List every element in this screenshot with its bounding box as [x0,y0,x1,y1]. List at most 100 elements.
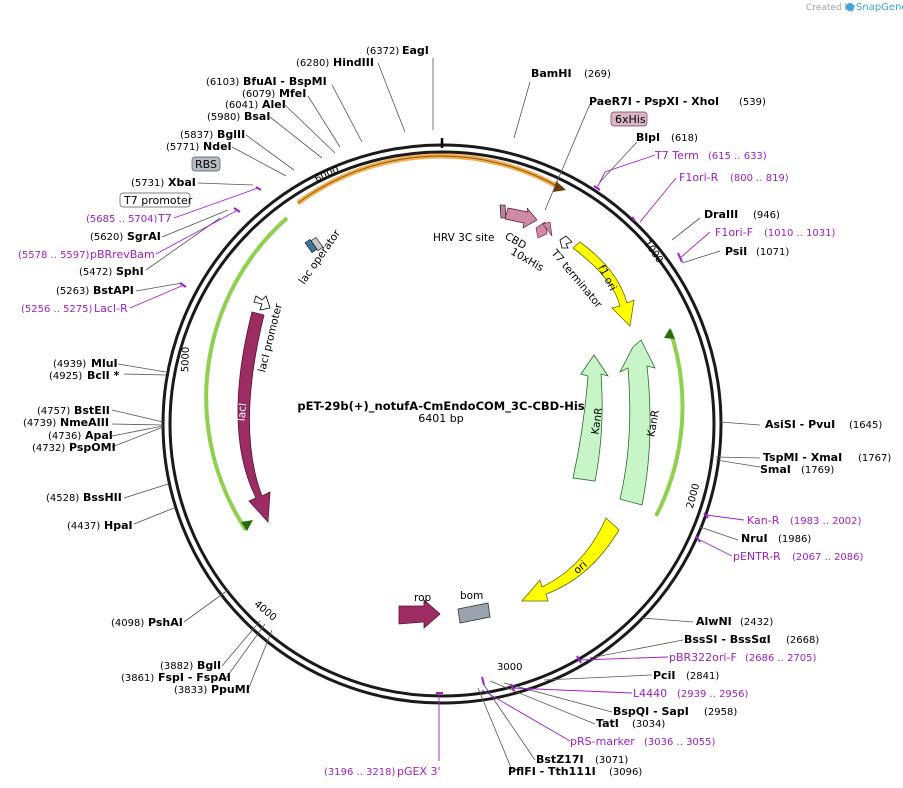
site-hpai: HpaI [104,519,133,532]
site-nmeaiii: NmeAIII [60,416,109,429]
site-ppumi: PpuMI [211,683,250,696]
site-pshai: PshAI [148,616,183,629]
site-pos-bstapi: (5263) [56,286,89,297]
site-sapi: BspQI - SapI [613,705,689,718]
hrv-3c-site-box [499,204,507,219]
primer-range-kan-r: (1983 .. 2002) [790,516,862,527]
site-pos-nmeaiii: (4739) [23,418,56,429]
site-pos-bcli: (4925) [49,371,82,382]
site-bgli: BglI [197,659,221,672]
primer-pbrrevbam: pBRrevBam [90,248,155,261]
site-frui: NruI [741,532,768,545]
site-xmai: TspMI - XmaI [763,451,842,464]
his10-box-2 [542,221,553,237]
site-pspomi: PspOMI [69,441,116,454]
his-tag-label: 6xHis [615,113,646,126]
primer-laci-r: LacI-R [94,302,128,315]
site-pos-blpi: (618) [671,133,698,144]
primer-pentr-r: pENTR-R [733,550,781,563]
site-pos-bgli: (3882) [160,661,193,672]
site-apai: ApaI [85,429,113,442]
site-tth111i: PflFI - Tth111I [508,765,596,778]
primer-range-t7: (5685 .. 5704) [86,214,158,225]
rbs-badge [191,156,221,172]
f1-ori [572,241,635,327]
site-pos-hpai: (4437) [67,521,100,532]
lac-operator-box-2 [310,236,324,252]
primer-prs-marker: pRS-marker [570,735,635,748]
laci-label: lacI [236,403,249,422]
site-pos-pshai: (4098) [111,618,144,629]
site-pos-smai: (1769) [801,465,834,476]
laci-promoter-label: lacI promoter [256,302,285,374]
site-pos-pcii: (2841) [686,671,719,682]
site-pos-ndei: (5771) [166,142,199,153]
site-eagi: EagI [402,44,429,57]
laci-gene [237,311,271,523]
site-bsshii: BssHII [83,491,122,504]
plasmid-name: pET-29b(+)_notufA-CmEndoCOM_3C-CBD-His [297,399,584,414]
credit-text: Created by [806,3,856,13]
site-pos-alwni: (2432) [740,617,773,628]
site-pos-bstz17i: (3071) [595,755,628,766]
green-arrowhead-left [241,520,253,531]
site-pos-hindiii: (6280) [296,58,329,69]
site-pos-bsshii: (4528) [46,493,79,504]
primer-range-prs-marker: (3036 .. 3055) [644,737,716,748]
kanr-inner [572,354,609,482]
bom-label: bom [460,590,483,602]
tick-2000: 2000 [685,482,702,509]
primer-range-pbr322ori-f: (2686 .. 2705) [745,653,817,664]
site-bcli: BclI * [87,369,120,382]
site-bglii: BglII [217,128,245,141]
t7-promoter-label: T7 promoter [123,194,193,207]
site-tati: TatI [596,717,619,730]
primer-range-t7-term: (615 .. 633) [708,151,767,162]
tick-4000: 4000 [252,599,279,624]
site-xbai: XbaI [168,176,196,189]
primer-t7: T7 [157,212,172,225]
bom-region [457,602,491,624]
site-draiii: DraIII [704,208,738,221]
his-tag-badge [610,111,648,127]
green-feature-right [654,329,685,517]
site-pos-xhoi: (539) [739,97,766,108]
plasmid-length: 6401 bp [418,412,463,425]
site-bamhi: BamHI [531,67,572,80]
primer-range-f1ori-r: (800 .. 819) [730,173,789,184]
his10-label: 10xHis [509,246,546,274]
site-smai: SmaI [760,463,791,476]
kanr-outer [619,339,656,506]
site-bspmi: BfuAI - BspMI [243,75,327,88]
green-arrowhead-right [664,328,675,339]
primer-kan-r: Kan-R [747,514,780,527]
site-pos-eagi: (6372) [366,46,399,57]
orange-feature-outline [297,155,563,204]
brand-name: SnapGene [856,2,903,13]
site-pos-xmai: (1767) [858,453,891,464]
site-pos-pspomi: (4732) [32,443,65,454]
primer-pbr322ori-f: pBR322ori-F [669,651,737,664]
site-pos-draiii: (946) [753,210,780,221]
primer-leaders [129,154,745,761]
site-mfei: MfeI [279,87,306,100]
t7-terminator-arrow [559,235,573,249]
site-mlui: MluI [91,357,118,370]
green-feature-left [204,216,289,532]
kanr-outer-label: KanR [645,409,662,438]
site-ndei: NdeI [203,140,232,153]
site-pos-alei: (6041) [225,100,258,111]
primer-range-pgex3: (3196 .. 3218) [324,767,396,778]
site-blpi: BlpI [636,131,660,144]
site-alwni: AlwNI [696,615,732,628]
primer-t7-term: T7 Term [654,149,699,162]
hrv-label: HRV 3C site [433,232,494,244]
site-xhoi: PaeR7I - PspXI - XhoI [589,95,719,108]
site-bstapi: BstAPI [93,284,134,297]
site-pos-bsai: (5980) [207,112,240,123]
site-bsai: BsaI [244,110,270,123]
kanr-inner-label: KanR [589,407,605,436]
primer-range-f1ori-f: (1010 .. 1031) [764,228,836,239]
primer-l4440: L4440 [633,687,667,700]
site-sgrai: SgrAI [127,230,161,243]
